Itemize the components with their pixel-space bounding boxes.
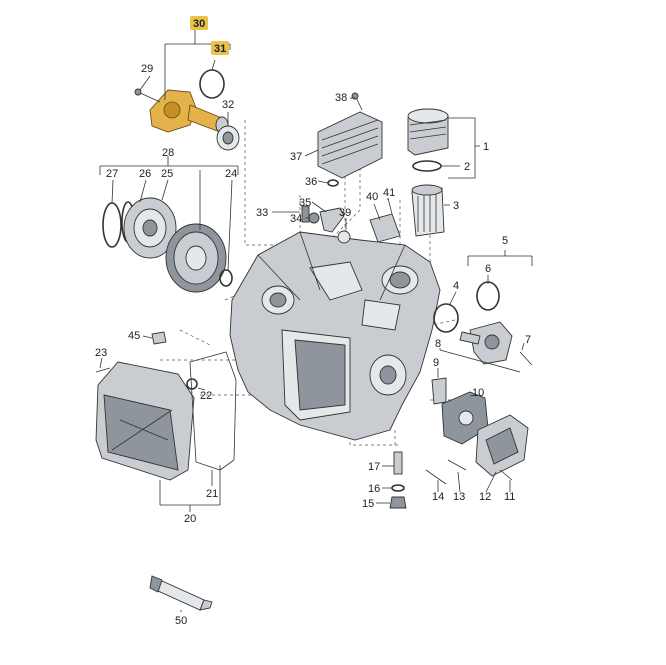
bracket-40 [369, 213, 401, 243]
bolt-38-head [351, 92, 359, 100]
seal-36 [327, 179, 339, 187]
bolt-14 [425, 469, 447, 485]
part-number-labels: 30 31 29 32 28 27 26 25 24 38 37 36 35 3… [95, 16, 531, 627]
bolt-11 [499, 469, 513, 481]
bolt-41 [387, 197, 393, 215]
circlip-27 [102, 202, 122, 248]
label-24: 24 [225, 168, 237, 180]
seal-16 [391, 484, 405, 492]
label-27: 27 [106, 168, 118, 180]
label-15: 15 [362, 498, 374, 510]
label-45: 45 [128, 330, 140, 342]
label-33: 33 [256, 207, 268, 219]
oil-pan-20 [95, 361, 195, 481]
bracket-35 [319, 207, 345, 233]
label-11: 11 [504, 491, 515, 503]
label-17: 17 [368, 461, 380, 473]
label-9: 9 [433, 357, 439, 369]
seal-22 [186, 378, 198, 390]
label-50: 50 [175, 615, 187, 627]
label-30-highlight [190, 16, 208, 30]
label-38: 38 [335, 92, 347, 104]
label-39: 39 [339, 207, 351, 219]
o-ring-31 [199, 69, 225, 99]
sealant-tube-50 [149, 575, 213, 611]
label-21: 21 [206, 488, 218, 500]
label-29: 29 [141, 63, 153, 75]
oil-cooler-37 [317, 111, 383, 179]
bolt-13 [447, 459, 467, 471]
o-ring-2 [412, 160, 442, 172]
o-ring-6 [476, 281, 500, 311]
label-16: 16 [368, 483, 380, 495]
label-3: 3 [453, 200, 459, 212]
pin-33 [301, 205, 310, 223]
clip-45 [151, 331, 167, 345]
label-14: 14 [432, 491, 444, 503]
label-1: 1 [483, 141, 489, 153]
flange-5 [459, 321, 513, 365]
label-25: 25 [161, 168, 173, 180]
label-30: 30 [193, 18, 205, 30]
pin-17 [393, 451, 403, 475]
label-10: 10 [472, 387, 484, 399]
label-23: 23 [95, 347, 107, 359]
label-35: 35 [299, 197, 311, 209]
label-32: 32 [222, 99, 234, 111]
label-34: 34 [290, 213, 302, 225]
label-26: 26 [139, 168, 151, 180]
label-8: 8 [435, 338, 441, 350]
gearbox-housing [229, 231, 441, 441]
label-12: 12 [479, 491, 491, 503]
label-31: 31 [214, 43, 226, 55]
label-13: 13 [453, 491, 465, 503]
leader-lines [99, 30, 533, 612]
o-ring-24 [219, 269, 233, 287]
pump-10 [441, 391, 489, 445]
nut-34 [308, 212, 320, 224]
label-31-highlight [211, 41, 229, 55]
bracket-9 [431, 377, 447, 405]
filter-element-3 [411, 184, 445, 237]
label-6: 6 [485, 263, 491, 275]
label-28: 28 [162, 147, 174, 159]
plug-15 [389, 496, 407, 509]
cover-12 [475, 414, 529, 477]
label-4: 4 [453, 280, 459, 292]
clutch-pack [102, 197, 233, 293]
label-7: 7 [525, 334, 531, 346]
o-ring-4 [433, 303, 459, 333]
label-22: 22 [200, 390, 212, 402]
shaft-8 [439, 349, 521, 373]
label-37: 37 [290, 151, 302, 163]
bolt-29-head [134, 88, 142, 96]
label-5: 5 [502, 235, 508, 247]
seal-32-core [222, 131, 234, 145]
bolt-29 [137, 91, 161, 103]
label-2: 2 [464, 161, 470, 173]
label-20: 20 [184, 513, 196, 525]
bolt-23 [95, 367, 111, 373]
plug-39 [337, 230, 351, 244]
bolt-7 [519, 351, 533, 366]
label-41: 41 [383, 187, 395, 199]
gasket-21 [189, 351, 237, 471]
label-36: 36 [305, 176, 317, 188]
label-40: 40 [366, 191, 378, 203]
filter-housing-1 [407, 108, 449, 156]
